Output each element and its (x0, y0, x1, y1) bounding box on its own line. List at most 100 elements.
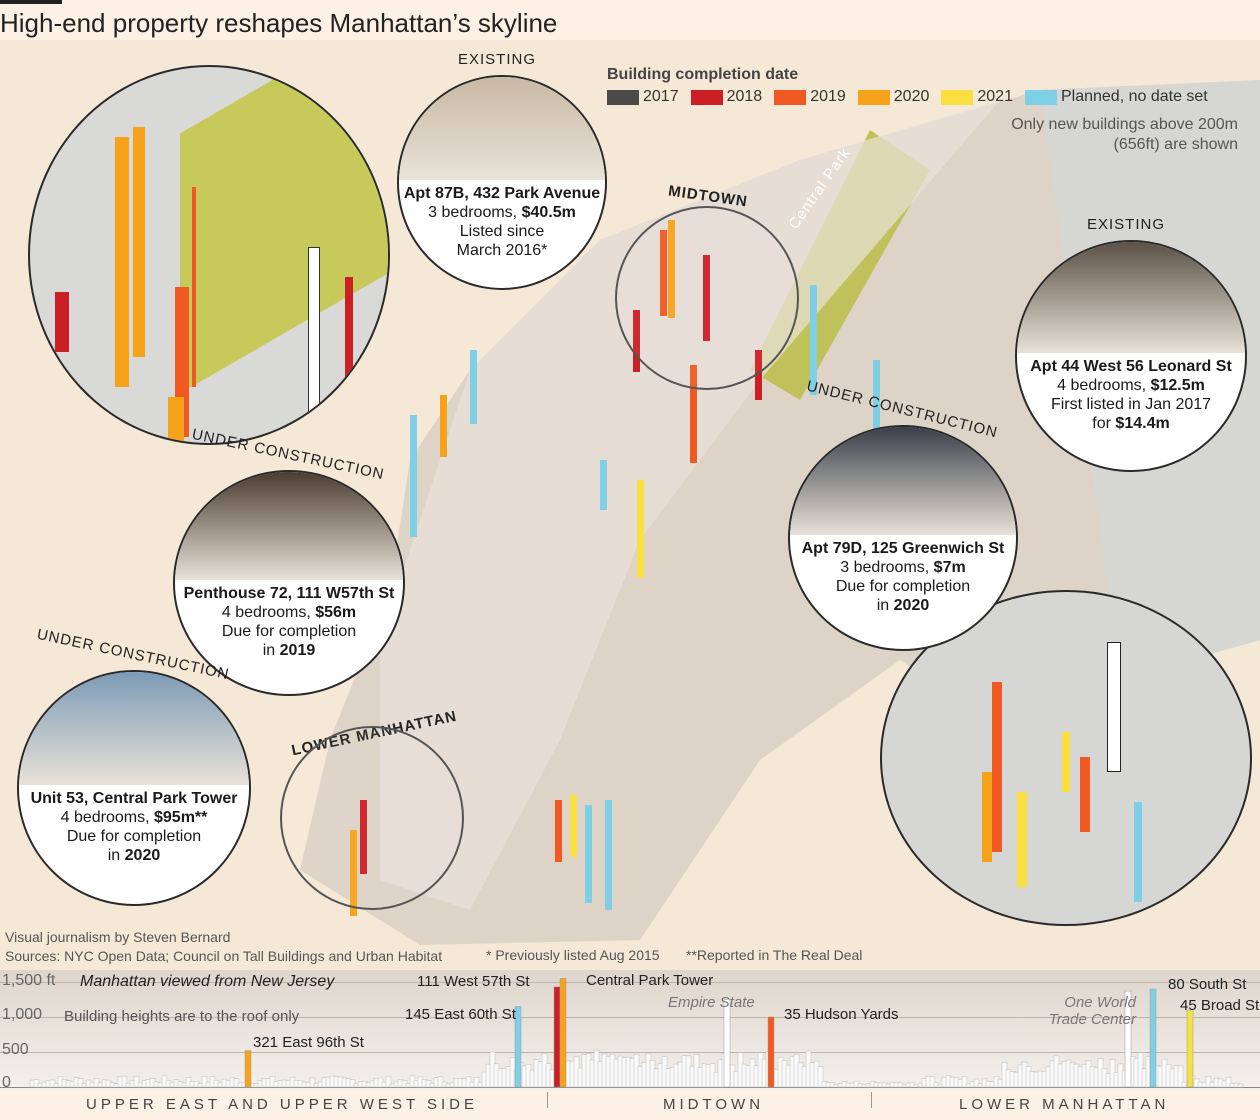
skyline-building (1205, 1075, 1212, 1088)
callout-beds: 4 bedrooms, (221, 604, 316, 621)
legend-item: Planned, no date set (1024, 88, 1208, 106)
skyline-building (1177, 1065, 1184, 1088)
y-tick-1000: 1,000 (2, 1006, 43, 1023)
skyline-highlight-building (244, 1050, 252, 1088)
callout-photo (175, 472, 403, 580)
legend-item: 2019 (774, 88, 846, 106)
legend-swatch (1024, 89, 1057, 105)
y-tick-1500: 1,500 ft (2, 972, 56, 989)
map-tower (440, 395, 447, 457)
skyline-highlight-building (559, 978, 567, 1088)
label-empire-state: Empire State (668, 994, 755, 1011)
map-tower (605, 800, 612, 910)
lower-manhattan-lens (280, 726, 464, 910)
skyline-highlight-building (1186, 1009, 1194, 1088)
sources: Sources: NYC Open Data; Council on Tall … (5, 948, 443, 964)
callout-line3: Listed since (459, 223, 545, 240)
callout-line3: Due for completion (221, 623, 357, 640)
skyline-building (973, 1078, 980, 1088)
map-tower (873, 360, 880, 470)
callout-line3: First listed in Jan 2017 (1050, 396, 1212, 413)
callout-circle[interactable]: Apt 87B, 432 Park Avenue 3 bedrooms, $40… (397, 75, 607, 290)
callout-line4: in (876, 597, 894, 614)
callout-name: Apt 79D, 125 Greenwich St (801, 540, 1005, 557)
callout-line3: Due for completion (835, 578, 971, 595)
label-145-east-60th: 145 East 60th St (405, 1006, 516, 1023)
map-tower (570, 795, 577, 857)
section-upper: UPPER EAST AND UPPER WEST SIDE (86, 1096, 479, 1113)
legend-item: 2021 (941, 88, 1013, 106)
skyline-buildings (29, 978, 1244, 1088)
callout-circle[interactable]: Apt 44 West 56 Leonard St 4 bedrooms, $1… (1015, 240, 1247, 472)
callout-circle[interactable]: Apt 79D, 125 Greenwich St 3 bedrooms, $7… (788, 425, 1018, 651)
skyline-chart: 1,500 ft 1,000 500 0 Manhattan viewed fr… (0, 970, 1260, 1091)
callout-beds: 3 bedrooms, (428, 204, 522, 221)
callout-price: $12.5m (1150, 377, 1205, 394)
skyline-highlight-building (514, 1006, 522, 1088)
map-tower (637, 480, 644, 578)
skyline-building (961, 1076, 968, 1088)
callout-circle[interactable]: Unit 53, Central Park Tower 4 bedrooms, … (17, 670, 251, 906)
legend-swatch (857, 89, 890, 105)
label-45-broad-st: 45 Broad St (1180, 997, 1260, 1014)
skyline-building (133, 1075, 140, 1088)
callout-photo (19, 672, 249, 785)
skyline-building (385, 1075, 392, 1088)
legend-label: Planned, no date set (1060, 88, 1208, 105)
midtown-zoom-circle (28, 65, 390, 445)
callout-status: EXISTING (458, 51, 537, 68)
skyline-building (77, 1078, 84, 1088)
callout-line4-bold: $14.4m (1115, 415, 1170, 432)
y-tick-500: 500 (2, 1041, 29, 1058)
callout-line4-bold: 2019 (279, 642, 316, 659)
note: Only new buildings above 200m (656ft) ar… (1011, 116, 1238, 153)
section-midtown: MIDTOWN (663, 1096, 765, 1113)
map-tower (810, 285, 817, 395)
skyline-highlight-building (1149, 988, 1157, 1088)
credits: Visual journalism by Steven Bernard Sour… (5, 928, 442, 966)
callout-beds: 4 bedrooms, (1057, 377, 1151, 394)
callout-status: EXISTING (1087, 216, 1166, 233)
legend-swatch (690, 89, 723, 105)
callout-line4: for (1092, 415, 1116, 432)
callout-beds: 3 bedrooms, (840, 559, 934, 576)
legend-item: 2020 (857, 88, 930, 106)
legend-title: Building completion date (607, 66, 799, 83)
label-111-west-57th: 111 West 57th St (417, 973, 530, 990)
page-title: High-end property reshapes Manhattan’s s… (0, 8, 558, 38)
callout-line4-bold: 2020 (893, 597, 930, 614)
callout-line4: in (262, 642, 280, 659)
skyline-building (473, 1076, 480, 1088)
skyline-highlight-building (767, 1016, 775, 1088)
callout-photo (399, 77, 605, 180)
map-tower (755, 350, 762, 400)
dense-blocks (380, 100, 1000, 910)
skyline-building (929, 1076, 936, 1088)
skyline-building (309, 1077, 316, 1088)
label-321-east-96th: 321 East 96th St (253, 1034, 364, 1051)
legend-label: 2020 (893, 88, 930, 105)
skyline-highlight-building (723, 999, 731, 1088)
skyline-building (1225, 1076, 1232, 1088)
byline: Visual journalism by Steven Bernard (5, 929, 231, 945)
skyline-building (1237, 1083, 1244, 1088)
skyline-caption: Building heights are to the roof only (64, 1008, 300, 1025)
callout-line4: in (107, 847, 125, 864)
title-rule (0, 0, 62, 4)
map-tower (470, 350, 477, 424)
callout-price: $56m (315, 604, 357, 621)
callout-circle[interactable]: Penthouse 72, 111 W57th St 4 bedrooms, $… (173, 470, 405, 696)
skyline-building (349, 1079, 356, 1088)
legend-label: 2018 (726, 88, 763, 105)
map-tower (690, 365, 697, 463)
park-area (180, 67, 388, 394)
legend-swatch (941, 89, 974, 105)
callout-name: Apt 44 West 56 Leonard St (1030, 358, 1232, 375)
callout-price: $95m** (154, 809, 208, 826)
label-central-park-tower: Central Park Tower (586, 972, 714, 989)
callout-name: Apt 87B, 432 Park Avenue (403, 185, 601, 202)
section-lower: LOWER MANHATTAN (959, 1096, 1170, 1113)
legend-label: 2019 (810, 88, 846, 105)
legend-item: 2018 (690, 88, 763, 106)
callout-price: $40.5m (521, 204, 576, 221)
